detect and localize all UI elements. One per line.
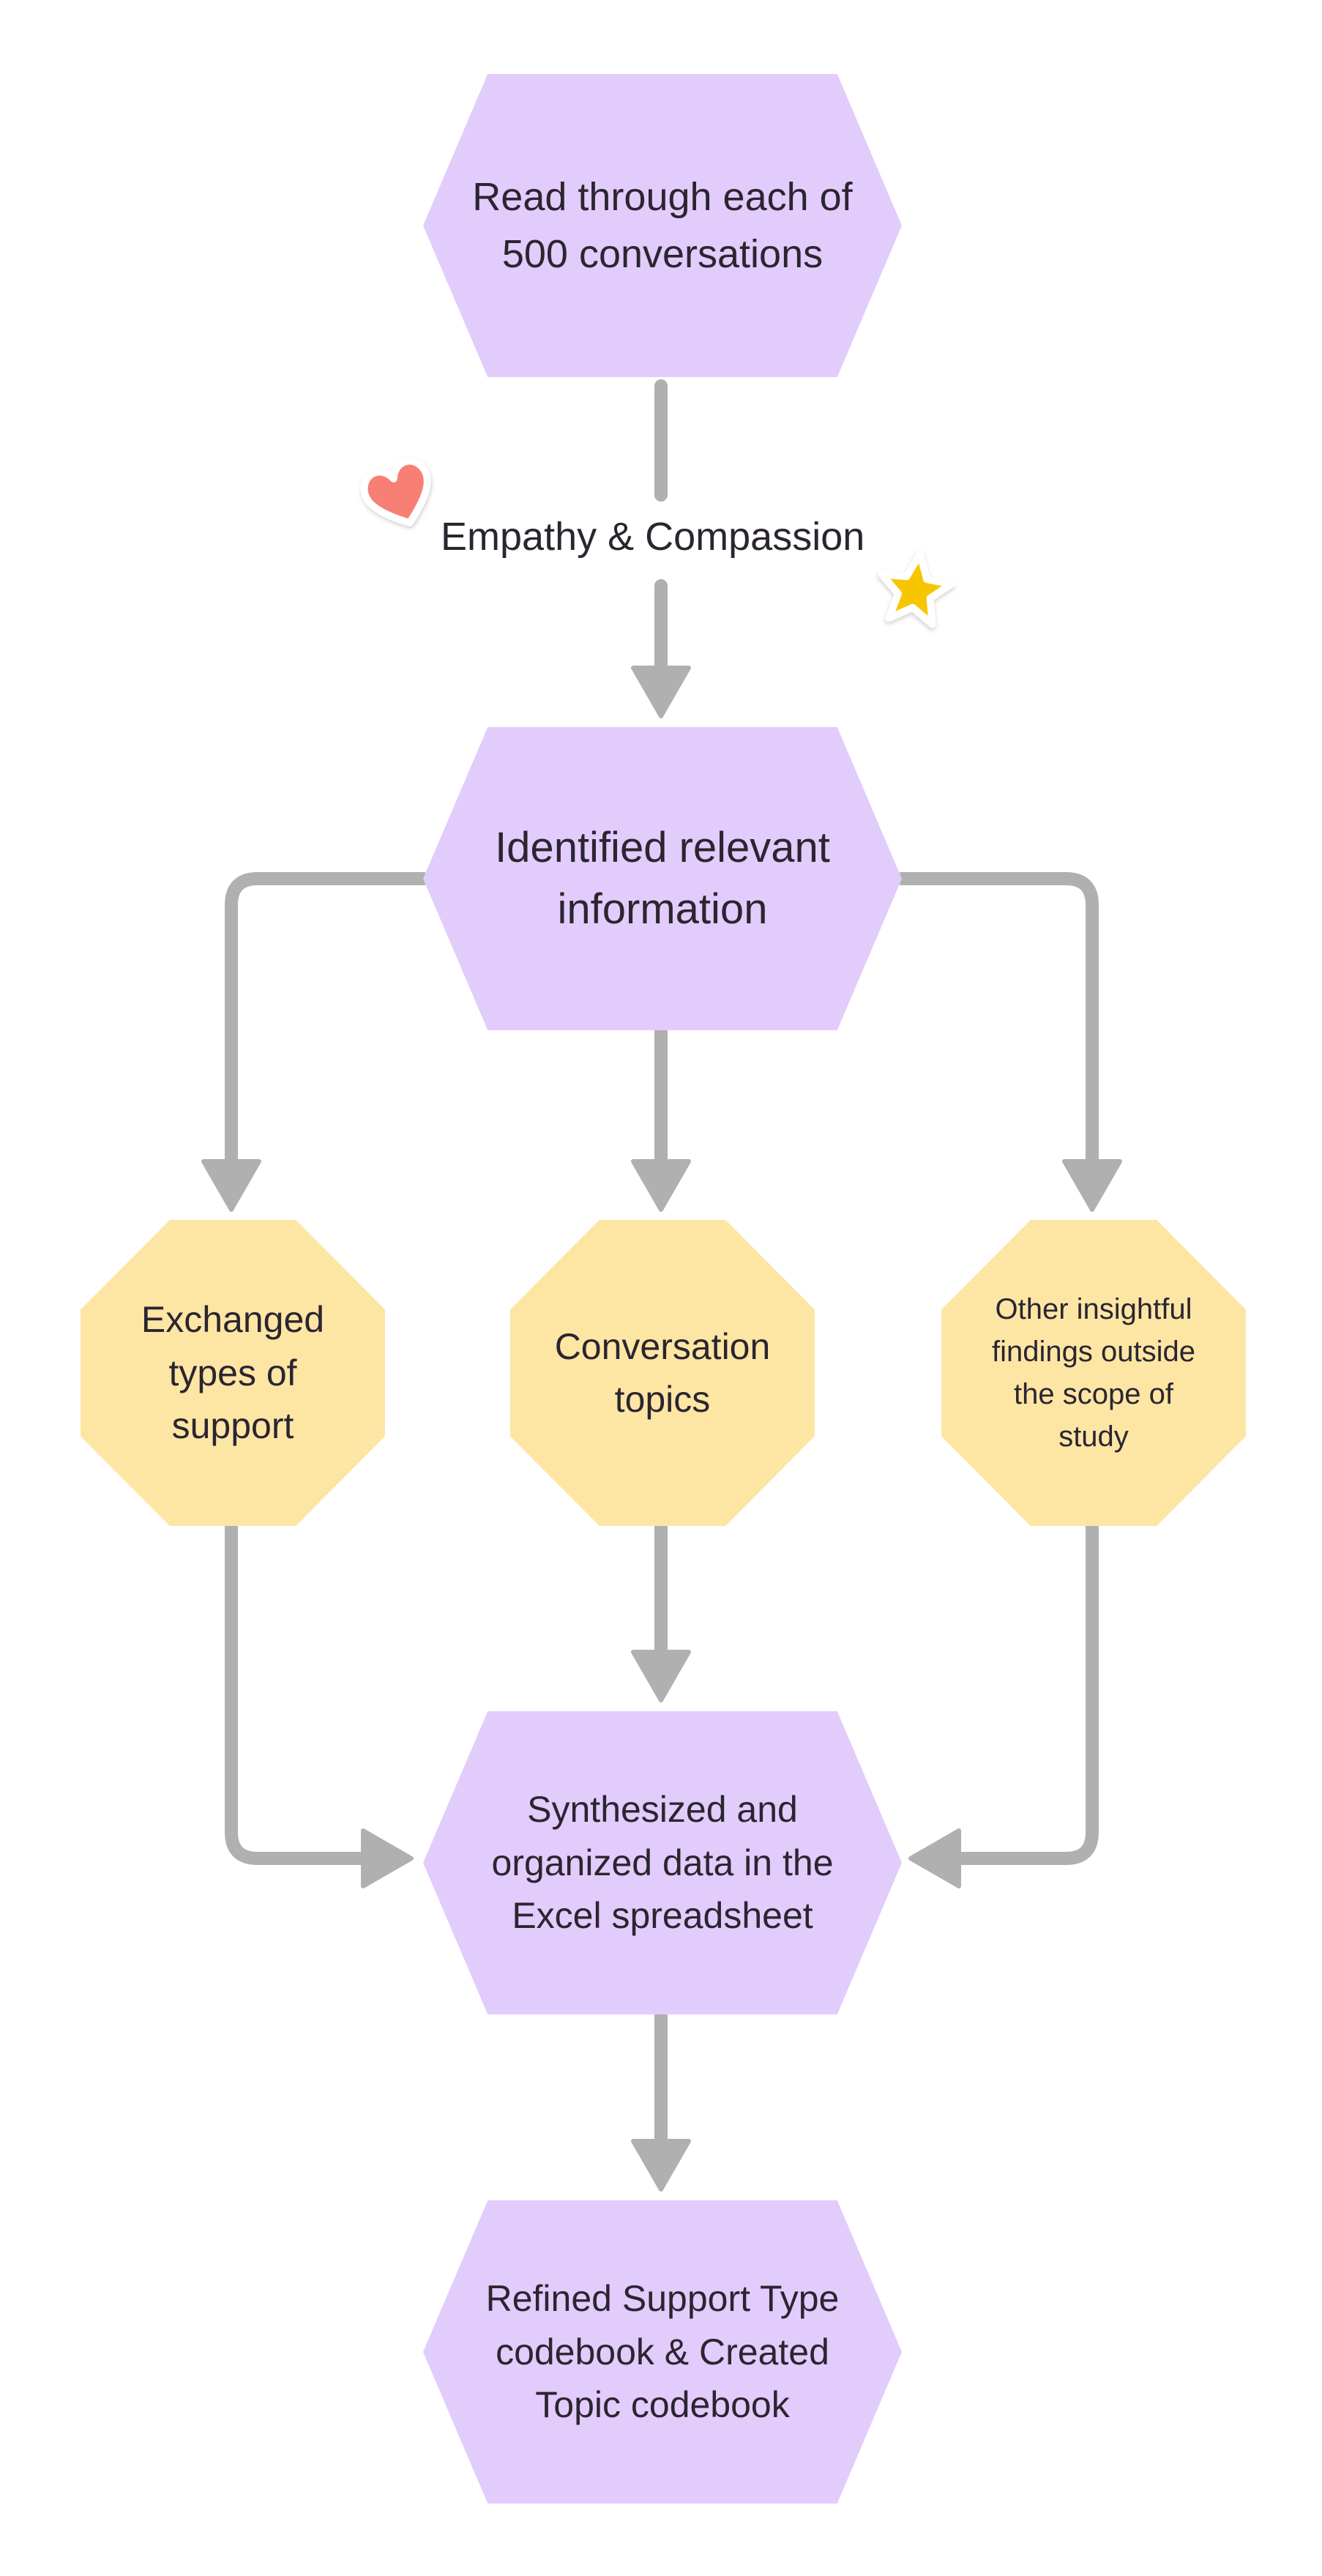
read-conversations-text: Read through each of 500 conversations <box>472 174 853 276</box>
identified-info-node: Identified relevant information <box>423 727 902 1030</box>
heart-icon <box>360 457 431 526</box>
synthesized-data-text: Synthesized and organized data in the Ex… <box>491 1789 834 1937</box>
empathy-label: Empathy & Compassion <box>436 514 870 559</box>
connector-other-to-synthesized <box>952 1520 1099 1865</box>
support-types-node: Exchanged types of support <box>81 1220 385 1526</box>
arrowhead-other <box>1062 1159 1122 1212</box>
arrowhead-synth-right <box>908 1828 961 1888</box>
read-conversations-node: Read through each of 500 conversations <box>423 74 902 377</box>
arrowhead-synth-top <box>631 1650 691 1702</box>
arrowhead-identified <box>631 666 691 718</box>
connector-support-to-synthesized <box>225 1520 370 1865</box>
support-types-text: Exchanged types of support <box>141 1299 325 1447</box>
connector-identified-to-other <box>895 872 1099 1168</box>
arrowhead-topics <box>631 1159 691 1212</box>
identified-info-text: Identified relevant information <box>495 823 830 933</box>
conversation-topics-node: Conversation topics <box>510 1220 815 1526</box>
arrowhead-synth-left <box>361 1828 414 1888</box>
other-findings-node: Other insightful findings outside the sc… <box>941 1220 1246 1526</box>
conversation-topics-text: Conversation topics <box>554 1325 771 1421</box>
refined-codebook-node: Refined Support Type codebook & Created … <box>423 2200 902 2504</box>
arrowhead-refined <box>631 2139 691 2192</box>
arrowhead-support <box>201 1159 261 1212</box>
refined-codebook-text: Refined Support Type codebook & Created … <box>485 2278 840 2426</box>
synthesized-data-node: Synthesized and organized data in the Ex… <box>423 1711 902 2014</box>
star-icon <box>878 550 955 628</box>
connector-identified-to-support <box>225 872 430 1168</box>
other-findings-text: Other insightful findings outside the sc… <box>992 1293 1195 1453</box>
